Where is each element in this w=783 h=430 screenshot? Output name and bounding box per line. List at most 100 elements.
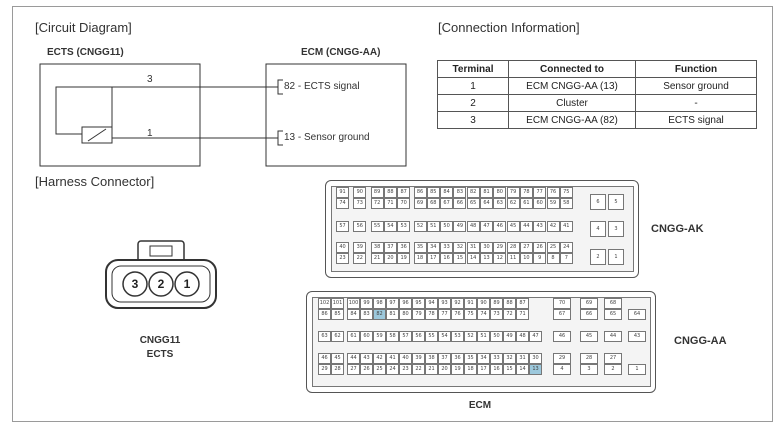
connector-pin: 20 (383, 253, 397, 264)
connector-pin: 21 (370, 253, 384, 264)
cngg-aa-label: CNGG-AA (674, 335, 727, 347)
connector-pin: 94 (425, 298, 438, 309)
connector-pin: 41 (559, 221, 573, 232)
connector-pin: 66 (453, 198, 467, 209)
harness-pin-3: 3 (131, 277, 139, 291)
connector-pin: 92 (451, 298, 464, 309)
connector-pin: 83 (360, 309, 373, 320)
connector-pin: 84 (440, 187, 454, 198)
connector-pin: 24 (386, 364, 399, 375)
connector-pin: 15 (453, 253, 467, 264)
table-cell: ECTS signal (635, 111, 757, 129)
connector-pin: 11 (506, 253, 520, 264)
connector-pin: 10 (519, 253, 533, 264)
connector-pin: 13 (529, 364, 542, 375)
harness-connector-heading: [Harness Connector] (35, 174, 155, 189)
connector-pin: 53 (451, 331, 464, 342)
connector-pin: 51 (477, 331, 490, 342)
connector-pin: 67 (440, 198, 454, 209)
connector-pin: 63 (318, 331, 331, 342)
connector-pin: 44 (604, 331, 622, 342)
connector-pin: 79 (506, 187, 520, 198)
table-header-row: Terminal Connected to Function (437, 60, 757, 78)
connector-pin: 36 (397, 242, 411, 253)
circuit-diagram-heading: [Circuit Diagram] (35, 20, 132, 35)
connector-pin: 71 (516, 309, 529, 320)
ecm-component-box (265, 63, 407, 167)
connector-pin: 89 (490, 298, 503, 309)
connector-pin: 68 (426, 198, 440, 209)
connector-pin: 45 (506, 221, 520, 232)
connector-pin: 1 (628, 364, 646, 375)
connector-pin: 75 (464, 309, 477, 320)
connector-pin: 46 (318, 353, 331, 364)
connector-pin: 29 (553, 353, 571, 364)
connector-pin: 73 (353, 198, 367, 209)
connector-pin: 59 (546, 198, 560, 209)
connector-pin: 4 (553, 364, 571, 375)
connector-pin: 82 (466, 187, 480, 198)
connector-pin: 20 (438, 364, 451, 375)
connector-pin: 14 (466, 253, 480, 264)
connector-pin: 36 (451, 353, 464, 364)
connector-pin: 64 (628, 309, 646, 320)
connector-pin: 57 (336, 221, 349, 232)
connector-pin: 82 (373, 309, 386, 320)
ects-component-box (39, 63, 201, 167)
connector-pin: 18 (413, 253, 427, 264)
connector-pin: 30 (480, 242, 493, 253)
connector-pin: 2 (604, 364, 622, 375)
connector-pin: 12 (493, 253, 507, 264)
connector-pin: 32 (503, 353, 516, 364)
connector-pin: 84 (347, 309, 360, 320)
table-row: 1 ECM CNGG-AA (13) Sensor ground (437, 77, 757, 95)
connector-pin: 39 (412, 353, 425, 364)
table-cell: - (635, 94, 757, 112)
harness-pin-1: 1 (183, 277, 191, 291)
connector-pin: 60 (533, 198, 547, 209)
connector-pin: 22 (412, 364, 425, 375)
connector-pin: 1 (608, 249, 624, 265)
connector-pin: 26 (533, 242, 547, 253)
table-cell: ECM CNGG-AA (13) (508, 77, 636, 95)
connector-pin: 37 (438, 353, 451, 364)
connector-pin: 7 (559, 253, 573, 264)
connector-pin: 41 (386, 353, 399, 364)
connector-pin: 50 (490, 331, 503, 342)
connector-pin: 28 (580, 353, 598, 364)
connector-pin: 96 (399, 298, 412, 309)
connector-pin: 43 (533, 221, 547, 232)
connector-pin: 27 (347, 364, 360, 375)
pin-3-label: 3 (147, 74, 153, 85)
connector-pin: 44 (347, 353, 360, 364)
connector-pin: 47 (480, 221, 493, 232)
connector-pin: 15 (503, 364, 516, 375)
connector-pin: 50 (440, 221, 454, 232)
connector-pin: 77 (438, 309, 451, 320)
connector-pin: 43 (628, 331, 646, 342)
connector-pin: 40 (399, 353, 412, 364)
connector-pin: 88 (383, 187, 397, 198)
connector-pin: 93 (438, 298, 451, 309)
table-cell: ECM CNGG-AA (82) (508, 111, 636, 129)
connector-pin: 38 (370, 242, 384, 253)
connector-pin: 56 (412, 331, 425, 342)
connector-pin: 68 (604, 298, 622, 309)
connector-pin: 81 (386, 309, 399, 320)
connector-pin: 55 (425, 331, 438, 342)
connector-pin: 75 (559, 187, 573, 198)
connector-pin: 71 (383, 198, 397, 209)
connector-pin: 2 (590, 249, 606, 265)
connector-pin: 48 (516, 331, 529, 342)
connector-pin: 60 (360, 331, 373, 342)
connector-pin: 62 (331, 331, 344, 342)
connector-pin: 66 (580, 309, 598, 320)
connector-pin: 27 (519, 242, 533, 253)
connector-pin: 53 (397, 221, 411, 232)
connector-pin: 58 (386, 331, 399, 342)
connector-pin: 57 (399, 331, 412, 342)
connector-pin: 87 (397, 187, 411, 198)
connector-pin: 49 (453, 221, 467, 232)
connector-pin: 51 (426, 221, 440, 232)
connector-pin: 14 (516, 364, 529, 375)
